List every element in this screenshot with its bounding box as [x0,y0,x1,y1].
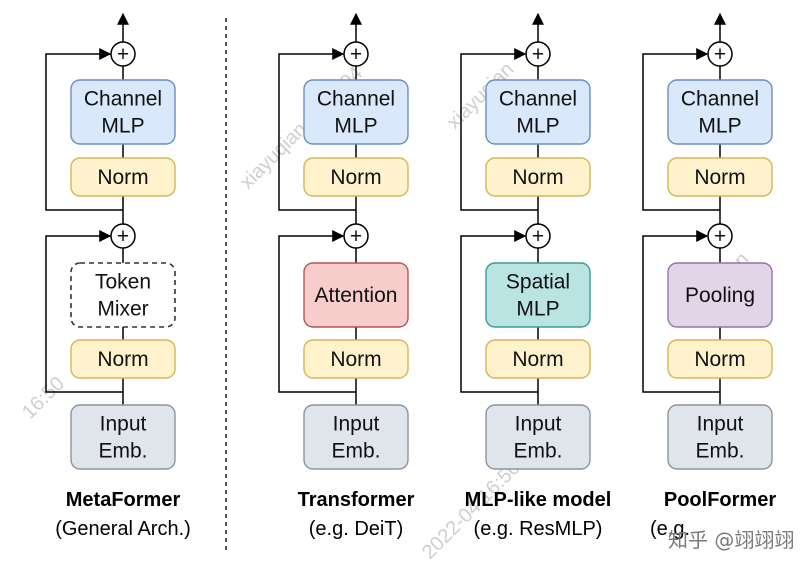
column-title: MLP-like model [465,489,612,511]
column-title: PoolFormer [664,489,776,511]
input-emb-box [667,404,773,470]
norm-box [667,339,773,379]
input-emb-label: Emb. [331,440,380,463]
residual-add-circle [707,223,733,249]
plus-sign: + [117,225,129,248]
token-mixer-box [70,262,176,328]
input-emb-box [485,404,591,470]
residual-skip-line [278,48,356,211]
norm-label: Norm [694,166,745,189]
residual-add-circle [110,41,136,67]
token-mixer-label: Attention [315,284,398,307]
token-mixer-label: Mixer [97,298,148,321]
input-emb-box [70,404,176,470]
input-emb-box [303,404,409,470]
norm-label: Norm [694,348,745,371]
plus-sign: + [350,225,362,248]
channel-mlp-box [303,79,409,145]
norm-box [485,339,591,379]
residual-skip-line [642,48,720,211]
residual-skip-line [642,230,720,393]
norm-box [667,157,773,197]
channel-mlp-label: MLP [101,115,144,138]
norm-label: Norm [512,166,563,189]
residual-add-circle [343,41,369,67]
norm-box [70,339,176,379]
token-mixer-box [667,262,773,328]
channel-mlp-box [70,79,176,145]
column-title: Transformer [298,489,415,511]
plus-sign: + [714,225,726,248]
channel-mlp-label: Channel [499,88,577,111]
column-subtitle: (e.g. ResMLP) [474,518,603,540]
column-poolformer: ChannelMLPNormPoolingNormInputEmb.++Pool… [642,12,776,540]
channel-mlp-label: MLP [698,115,741,138]
channel-mlp-label: MLP [516,115,559,138]
input-emb-label: Emb. [513,440,562,463]
channel-mlp-label: Channel [681,88,759,111]
residual-add-circle [343,223,369,249]
norm-label: Norm [97,348,148,371]
token-mixer-box [303,262,409,328]
norm-box [485,157,591,197]
input-emb-label: Input [100,413,147,436]
input-emb-label: Input [333,413,380,436]
watermark-text: 16:50 [18,373,69,424]
column-mlp-like: ChannelMLPNormSpatialMLPNormInputEmb.++M… [460,12,612,540]
input-emb-label: Input [697,413,744,436]
column-subtitle: (e.g. DeiT) [309,518,403,540]
column-metaformer: ChannelMLPNormTokenMixerNormInputEmb.++M… [45,12,191,540]
channel-mlp-label: MLP [334,115,377,138]
token-mixer-box [485,262,591,328]
input-emb-label: Emb. [98,440,147,463]
norm-box [303,157,409,197]
column-transformer: ChannelMLPNormAttentionNormInputEmb.++Tr… [278,12,415,540]
channel-mlp-label: Channel [317,88,395,111]
token-mixer-label: Token [95,271,151,294]
input-emb-label: Emb. [695,440,744,463]
residual-add-circle [110,223,136,249]
plus-sign: + [532,43,544,66]
channel-mlp-label: Channel [84,88,162,111]
residual-skip-line [278,230,356,393]
residual-skip-line [45,48,123,211]
channel-mlp-box [485,79,591,145]
norm-label: Norm [330,348,381,371]
residual-add-circle [525,41,551,67]
plus-sign: + [350,43,362,66]
residual-skip-line [460,48,538,211]
norm-label: Norm [330,166,381,189]
plus-sign: + [532,225,544,248]
column-subtitle: (e.g. [650,518,690,540]
column-subtitle: (General Arch.) [55,518,191,540]
norm-box [70,157,176,197]
residual-add-circle [707,41,733,67]
plus-sign: + [714,43,726,66]
residual-skip-line [45,230,123,393]
channel-mlp-box [667,79,773,145]
plus-sign: + [117,43,129,66]
norm-label: Norm [512,348,563,371]
residual-skip-line [460,230,538,393]
token-mixer-label: Pooling [685,284,755,307]
norm-box [303,339,409,379]
input-emb-label: Input [515,413,562,436]
token-mixer-label: Spatial [506,271,570,294]
residual-add-circle [525,223,551,249]
token-mixer-label: MLP [516,298,559,321]
columns-layer: ChannelMLPNormTokenMixerNormInputEmb.++M… [45,12,776,540]
norm-label: Norm [97,166,148,189]
column-title: MetaFormer [66,489,181,511]
zhihu-credit: 知乎 @翊翊翊 [668,528,794,552]
